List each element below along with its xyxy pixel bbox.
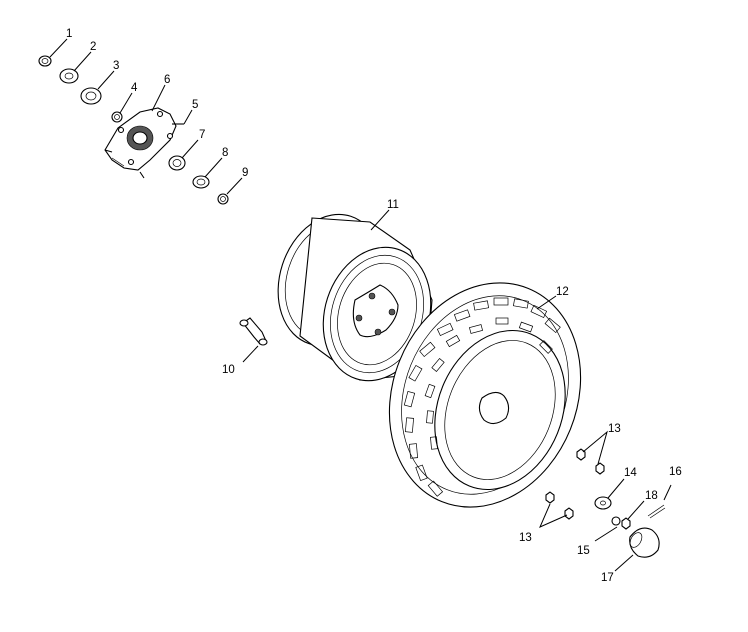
part-16-cotter-pin xyxy=(647,504,666,519)
callout-18: 18 xyxy=(645,490,658,502)
callout-5: 5 xyxy=(192,99,198,111)
part-10-valve-stem xyxy=(239,317,268,346)
callout-15: 15 xyxy=(577,545,590,557)
callout-13-upper: 13 xyxy=(608,423,621,435)
callout-3: 3 xyxy=(113,60,119,72)
callout-16: 16 xyxy=(669,466,682,478)
part-2-washer xyxy=(59,68,79,84)
part-8-washer xyxy=(192,175,210,189)
callout-6: 6 xyxy=(164,74,170,86)
part-1-nut xyxy=(38,55,52,67)
leader-lines xyxy=(49,38,672,572)
part-17-hub-cap xyxy=(629,527,660,558)
part-4-spacer xyxy=(111,111,123,123)
part-18-nut xyxy=(621,517,631,530)
part-12-tire xyxy=(388,282,582,508)
part-15-washer xyxy=(611,516,621,526)
callout-1: 1 xyxy=(66,28,72,40)
callout-2: 2 xyxy=(90,41,96,53)
callout-8: 8 xyxy=(222,147,228,159)
callout-14: 14 xyxy=(624,467,637,479)
part-5-wheel-stud xyxy=(104,123,184,179)
part-6-wheel-hub xyxy=(104,107,177,171)
callout-17: 17 xyxy=(601,572,614,584)
callout-9: 9 xyxy=(242,167,248,179)
callout-10: 10 xyxy=(222,364,235,376)
part-13-lug-nut-upper xyxy=(576,448,605,475)
tire-tread xyxy=(403,297,561,497)
part-3-bearing xyxy=(80,87,102,105)
part-14-washer xyxy=(594,496,612,510)
callout-4: 4 xyxy=(131,82,138,94)
callout-7: 7 xyxy=(199,129,205,141)
callout-12: 12 xyxy=(556,286,569,298)
part-9-nut xyxy=(217,193,229,205)
callout-13-lower: 13 xyxy=(519,532,532,544)
part-7-bearing xyxy=(168,155,186,171)
callout-labels: 1 2 3 4 5 6 7 8 9 10 11 12 13 13 14 15 1… xyxy=(66,28,682,584)
part-13-lug-nut-lower xyxy=(545,491,574,520)
callout-11: 11 xyxy=(387,199,399,211)
part-11-rim xyxy=(277,213,433,382)
